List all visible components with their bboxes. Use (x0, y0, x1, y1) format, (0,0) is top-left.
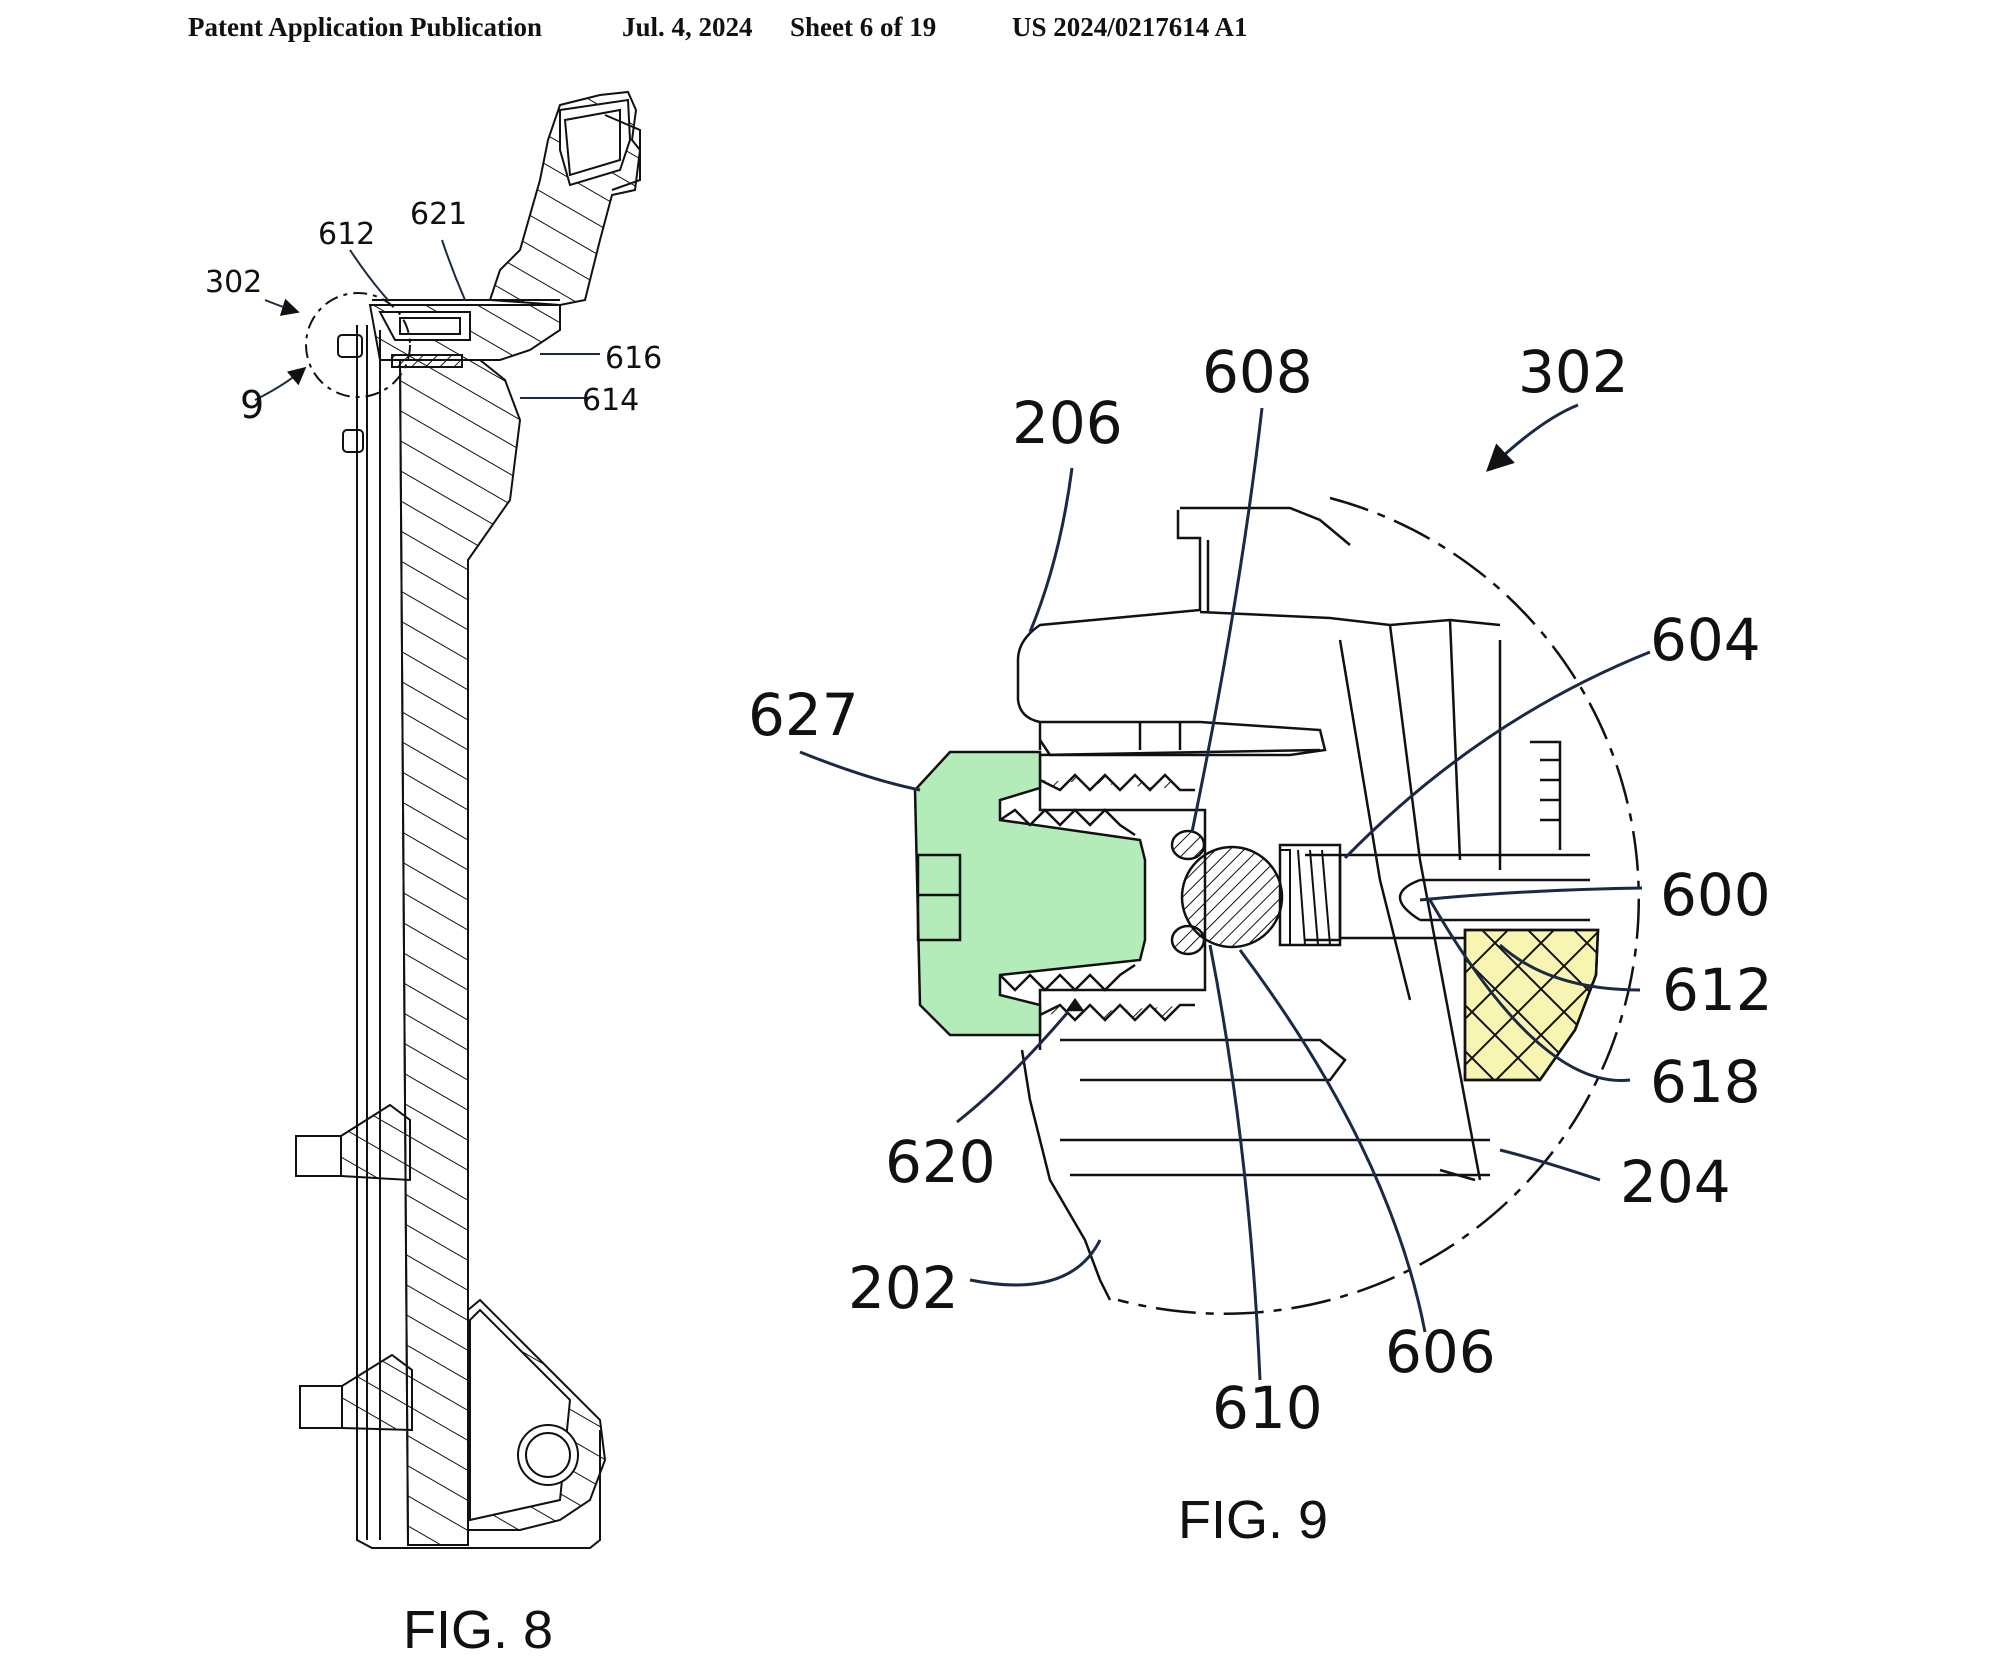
fig9-part-202 (1020, 1049, 1112, 1301)
fig9-spring (1280, 849, 1331, 946)
fig9-seal-lower (1170, 924, 1206, 956)
fig9-label-206: 206 (1012, 389, 1123, 457)
fig9-label-302: 302 (1518, 338, 1629, 406)
fig9-label-608: 608 (1202, 338, 1313, 406)
fig9-label-606: 606 (1385, 1318, 1496, 1386)
fig9-label-618: 618 (1650, 1048, 1761, 1116)
page-header: Patent Application Publication Jul. 4, 2… (0, 0, 2000, 60)
fig8-leg-outline (356, 325, 601, 1549)
fig9-label-202: 202 (848, 1254, 959, 1322)
fig9-label-627: 627 (748, 681, 859, 749)
fig9-label-204: 204 (1620, 1148, 1731, 1216)
fig8-leaders (254, 239, 600, 401)
fig8-label-614: 614 (582, 383, 639, 418)
fig9-caption: FIG. 9 (1178, 1490, 1328, 1550)
fig9-ball (1180, 845, 1284, 949)
fig9-cap-627 (913, 750, 1147, 1037)
fig9-part-206 (1016, 510, 1327, 757)
fig8-label-302: 302 (205, 265, 262, 300)
patent-number: US 2024/0217614 A1 (1012, 12, 1248, 42)
fig9-label-620: 620 (885, 1128, 996, 1196)
fig9-thread-upper (1039, 773, 1195, 792)
fig9-detail-boundary (1117, 496, 1641, 1315)
fig8-label-616: 616 (605, 341, 662, 376)
fig8-label-612: 612 (318, 217, 375, 252)
fig9-leaders (799, 403, 1651, 1381)
fig9-seal-upper (1170, 829, 1206, 861)
publication-title: Patent Application Publication (188, 12, 543, 42)
fig9-drawing (913, 496, 1641, 1315)
fig8-caption: FIG. 8 (403, 1600, 553, 1660)
fig8-drawing (295, 90, 642, 1549)
fig8-label-9: 9 (240, 383, 264, 427)
fig8-hatched-section (398, 359, 522, 1546)
fig9-label-610: 610 (1212, 1374, 1323, 1442)
fig9-label-600: 600 (1660, 861, 1771, 929)
fig8-label-621: 621 (410, 197, 467, 232)
publication-date: Jul. 4, 2024 (622, 12, 753, 42)
fig8-detail-circle (305, 292, 411, 398)
fig9-label-604: 604 (1650, 606, 1761, 674)
fig9-thread-lower (1039, 1003, 1195, 1022)
sheet-number: Sheet 6 of 19 (790, 12, 937, 42)
fig9-label-612: 612 (1662, 956, 1773, 1024)
